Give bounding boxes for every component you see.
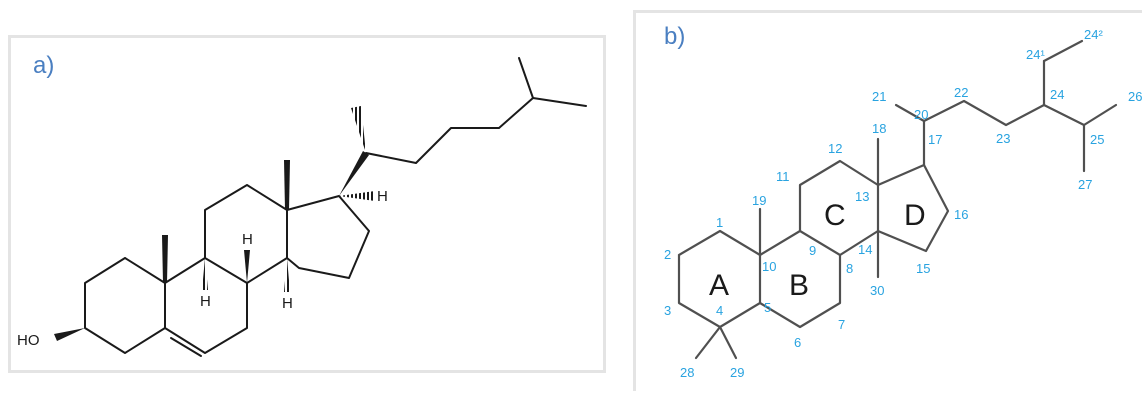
hydroxyl-wedge <box>54 328 85 341</box>
c19-methyl-wedge <box>162 235 168 283</box>
ring-label-b: B <box>789 269 809 302</box>
carbon-number: 18 <box>872 121 886 136</box>
numbered-skeleton: A B C D 1 2 3 4 5 6 7 8 9 10 11 12 13 14… <box>664 27 1142 380</box>
ring-c-bonds <box>204 184 288 284</box>
skeleton-ring-d <box>876 163 950 253</box>
c18-methyl-wedge <box>284 160 290 210</box>
carbon-number: 24¹ <box>1026 47 1045 62</box>
skeleton-ring-c <box>798 159 880 257</box>
carbon-number: 19 <box>752 193 766 208</box>
ring-label-c: C <box>824 199 846 232</box>
h-c17-label: H <box>377 188 388 205</box>
carbon-number: 9 <box>809 243 816 258</box>
skeleton-ring-b <box>758 229 842 329</box>
carbon-number: 25 <box>1090 132 1104 147</box>
carbon-number: 28 <box>680 365 694 380</box>
carbon-number: 10 <box>762 259 776 274</box>
carbon-number: 24 <box>1050 87 1064 102</box>
c26-bond <box>1082 103 1118 127</box>
double-bond-c5-c6 <box>170 337 202 357</box>
cholesterol-structure: HO H H H H <box>17 57 587 357</box>
side-chain-bonds <box>365 97 587 164</box>
carbon-number: 24² <box>1084 27 1103 42</box>
carbon-number: 3 <box>664 303 671 318</box>
carbon-number: 8 <box>846 261 853 276</box>
c17-c20-wedge <box>339 151 369 196</box>
c21-methyl-hash <box>351 106 366 153</box>
h-c8-wedge <box>244 250 250 283</box>
c26-methyl-bond <box>518 57 534 99</box>
h-c9-hash <box>202 258 208 290</box>
h-c8-label: H <box>242 231 253 248</box>
carbon-number: 4 <box>716 303 723 318</box>
carbon-number: 5 <box>764 300 771 315</box>
carbon-number: 29 <box>730 365 744 380</box>
ring-b-bonds <box>164 257 248 354</box>
carbon-number: 17 <box>928 132 942 147</box>
carbon-number: 7 <box>838 317 845 332</box>
panel-label-b: b) <box>664 23 686 50</box>
hydroxyl-label: HO <box>17 332 40 349</box>
c28-bond <box>694 325 722 360</box>
carbon-number: 12 <box>828 141 842 156</box>
carbon-number: 21 <box>872 89 886 104</box>
h-c17-hash <box>339 191 375 201</box>
c24-2-bond <box>1042 39 1084 63</box>
side-chain-main <box>922 99 1086 127</box>
carbon-number: 23 <box>996 131 1010 146</box>
h-c14-hash <box>284 258 290 292</box>
carbon-number: 2 <box>664 247 671 262</box>
ring-d-bonds <box>286 195 370 279</box>
carbon-number: 30 <box>870 283 884 298</box>
carbon-number: 14 <box>858 242 872 257</box>
ring-a-bonds <box>84 257 166 354</box>
c21-bond <box>894 103 926 123</box>
panel-label-a: a) <box>33 52 55 79</box>
carbon-number: 15 <box>916 261 930 276</box>
h-c9-label: H <box>200 293 211 310</box>
carbon-number: 6 <box>794 335 801 350</box>
carbon-number: 27 <box>1078 177 1092 192</box>
carbon-number: 11 <box>776 169 790 184</box>
structure-panel-b: b) A B C D 1 2 3 4 5 6 7 8 <box>633 10 1142 391</box>
carbon-number: 1 <box>716 215 723 230</box>
carbon-number: 26 <box>1128 89 1142 104</box>
ring-label-d: D <box>904 199 926 232</box>
carbon-number: 22 <box>954 85 968 100</box>
carbon-number: 16 <box>954 207 968 222</box>
h-c14-label: H <box>282 295 293 312</box>
c29-bond <box>718 325 738 360</box>
ring-label-a: A <box>709 269 729 302</box>
carbon-number: 20 <box>914 107 928 122</box>
carbon-number: 13 <box>855 189 869 204</box>
structure-panel-a: a) HO H H H H <box>8 35 606 373</box>
